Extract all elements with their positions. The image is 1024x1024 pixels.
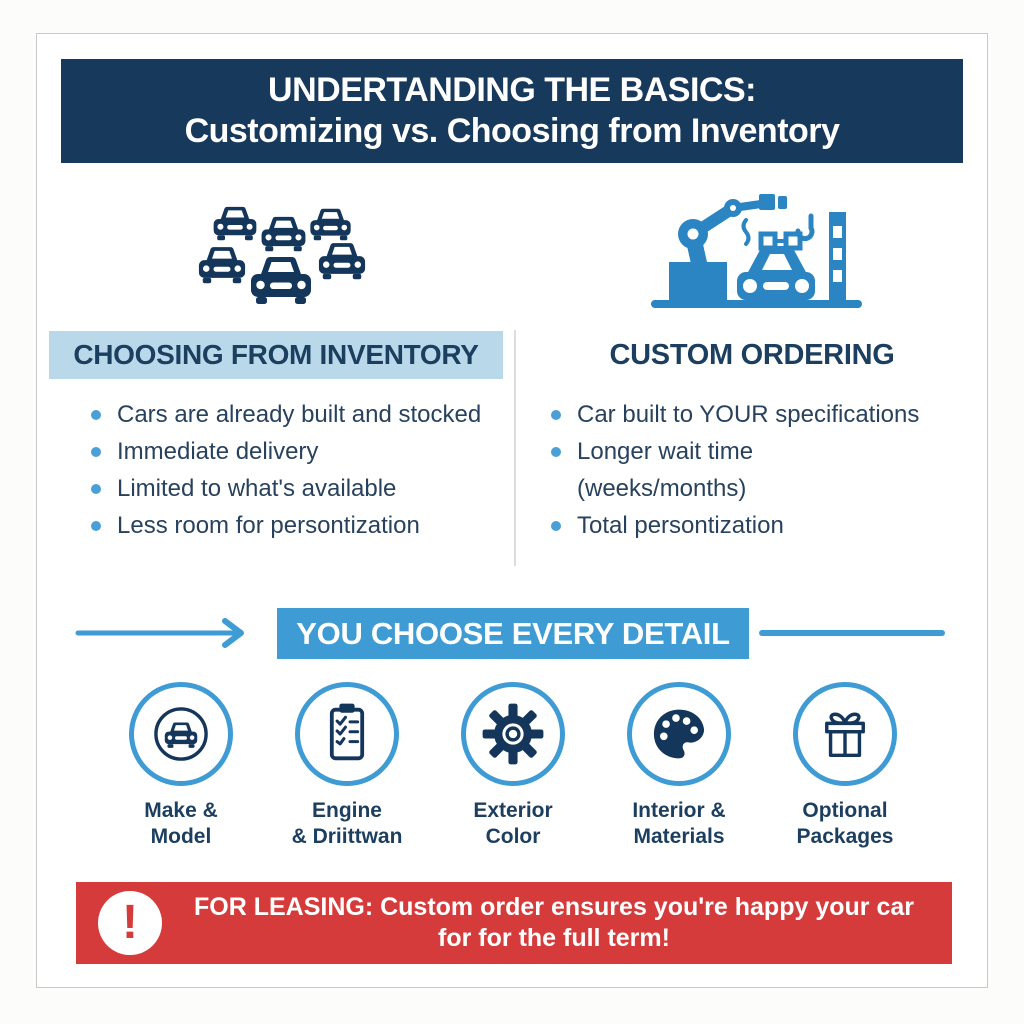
leasing-warning-banner: ! FOR LEASING: Custom order ensures you'… (76, 882, 952, 964)
feature-engine-drivetrain: Engine & Driittwan (264, 682, 430, 850)
feature-label: Optional Packages (796, 799, 894, 848)
car-icon (129, 682, 233, 786)
feature-label: Make & Model (144, 799, 218, 848)
custom-bullet-list: Car built to YOUR specifications Longer … (545, 396, 947, 544)
bullet-item: Cars are already built and stocked (85, 396, 537, 433)
feature-make-model: Make & Model (98, 682, 264, 850)
bullet-item: Limited to what's available (85, 470, 537, 507)
inventory-heading: CHOOSING FROM INVENTORY (49, 331, 503, 379)
arrow-right-icon (75, 618, 244, 648)
gear-icon (461, 682, 565, 786)
header-banner: UNDERTANDING THE BASICS: Customizing vs.… (61, 59, 963, 163)
infographic-frame: UNDERTANDING THE BASICS: Customizing vs.… (36, 33, 988, 988)
title-line-2: Customizing vs. Choosing from Inventory (184, 112, 840, 150)
custom-heading: CUSTOM ORDERING (609, 338, 895, 371)
column-divider (514, 330, 516, 566)
feature-label: Exterior Color (473, 799, 553, 848)
feature-optional-packages: Optional Packages (762, 682, 928, 850)
feature-label: Engine & Driittwan (291, 799, 403, 848)
title-line-1: UNDERTANDING THE BASICS: (268, 71, 756, 109)
warning-line-2: for for the full term! (438, 924, 670, 952)
exclamation-icon: ! (98, 891, 162, 955)
horizontal-line (759, 630, 945, 636)
feature-exterior-color: Exterior Color (430, 682, 596, 850)
assembly-line-robot-icon (651, 194, 862, 308)
bullet-item: Immediate delivery (85, 433, 537, 470)
bullet-item: Less room for persontization (85, 507, 537, 544)
detail-banner: YOU CHOOSE EVERY DETAIL (277, 608, 749, 659)
inventory-bullet-list: Cars are already built and stocked Immed… (85, 396, 537, 544)
bullet-item: Longer wait time (weeks/months) (545, 433, 947, 507)
checklist-icon (295, 682, 399, 786)
feature-label: Interior & Materials (632, 799, 726, 848)
bullet-item: Total persontization (545, 507, 947, 544)
gift-icon (793, 682, 897, 786)
warning-line-1: FOR LEASING: Custom order ensures you're… (194, 893, 914, 921)
warning-text: FOR LEASING: Custom order ensures you're… (176, 882, 932, 964)
palette-icon (627, 682, 731, 786)
car-fleet-icon (198, 206, 366, 304)
bullet-item: Car built to YOUR specifications (545, 396, 947, 433)
feature-row: Make & Model Engine & Driittwan (61, 682, 965, 850)
feature-interior-materials: Interior & Materials (596, 682, 762, 850)
